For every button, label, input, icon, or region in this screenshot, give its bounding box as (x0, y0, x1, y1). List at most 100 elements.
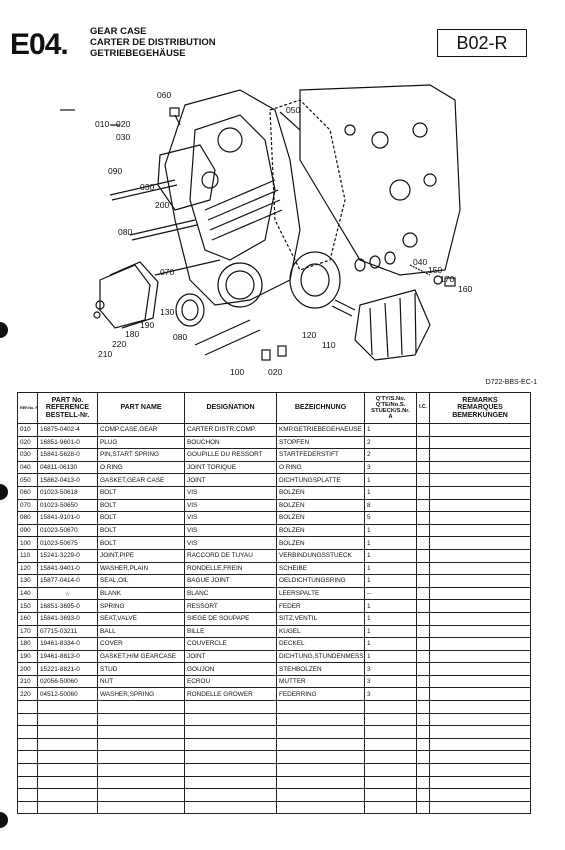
qty-cell: 3 (364, 662, 417, 676)
header-part-name: PART NAME (97, 392, 185, 424)
designation-cell: ECROU (184, 674, 277, 689)
empty-cell (276, 763, 365, 777)
remarks-cell (429, 687, 531, 702)
ref-no-cell: 050 (17, 473, 38, 487)
callout-010: 010 (95, 119, 109, 129)
remarks-cell (429, 448, 531, 462)
ref-no-cell: 110 (17, 548, 38, 563)
remarks-cell (429, 498, 531, 513)
bezeichnung-cell: SITZ,VENTIL (276, 611, 365, 626)
bezeichnung-cell: BOLZEN (276, 536, 365, 550)
ic-cell (416, 637, 430, 651)
binder-hole (0, 322, 8, 338)
empty-cell (416, 737, 430, 752)
header-qty: Q'TY/S.No. Q'TE/No.S. STUECK/S.Nr. A (364, 392, 417, 424)
header-remarks: REMARKS REMARQUES BEMERKUNGEN (429, 392, 531, 424)
ic-cell (416, 485, 430, 500)
remarks-cell (429, 586, 531, 601)
title-fr: CARTER DE DISTRIBUTION (90, 37, 216, 48)
part-name-cell: BALL (97, 624, 185, 639)
part-no-cell: 15841-5628-0 (37, 448, 98, 462)
empty-cell (97, 775, 185, 790)
empty-cell (416, 800, 430, 815)
empty-cell (17, 700, 38, 714)
title-de: GETRIEBEGEHÄUSE (90, 48, 186, 59)
part-no-cell: 16851-9601-0 (37, 435, 98, 450)
designation-cell: BOUCHON (184, 435, 277, 450)
qty-cell: – (364, 586, 417, 601)
designation-cell: VIS (184, 511, 277, 525)
empty-cell (184, 737, 277, 752)
empty-cell (184, 700, 277, 714)
header-qty-col-a: A (388, 414, 393, 421)
bezeichnung-cell: STOPFEN (276, 435, 365, 450)
ref-no-cell: 120 (17, 561, 38, 576)
qty-cell: 5 (364, 511, 417, 525)
qty-cell: 3 (364, 460, 417, 475)
ref-no-cell: 220 (17, 687, 38, 702)
empty-cell (184, 800, 277, 815)
part-name-cell: SEAL,OIL (97, 574, 185, 588)
bezeichnung-cell: BOLZEN (276, 498, 365, 513)
empty-cell (429, 725, 531, 739)
binder-hole (0, 484, 8, 500)
ref-no-cell: 160 (17, 611, 38, 626)
designation-cell: CARTER DISTR.COMP. (184, 423, 277, 437)
empty-cell (429, 800, 531, 815)
remarks-cell (429, 649, 531, 664)
empty-cell (364, 737, 417, 752)
empty-cell (17, 775, 38, 790)
table-row-empty (17, 737, 531, 752)
bezeichnung-cell: LEERSPALTE (276, 586, 365, 601)
bezeichnung-cell: SCHEIBE (276, 561, 365, 576)
qty-cell: 1 (364, 611, 417, 626)
callout-170: 170 (440, 274, 454, 284)
ic-cell (416, 624, 430, 639)
empty-cell (276, 800, 365, 815)
part-name-cell: GASKET,H/M GEARCASE (97, 649, 185, 664)
designation-cell: BILLE (184, 624, 277, 639)
page-reference-box: B02-R (437, 29, 527, 57)
empty-cell (364, 750, 417, 765)
empty-cell (276, 737, 365, 752)
qty-cell: 3 (364, 674, 417, 689)
remarks-cell (429, 674, 531, 689)
qty-cell: 1 (364, 624, 417, 639)
ic-cell (416, 548, 430, 563)
empty-cell (37, 800, 98, 815)
part-no-cell: 19461-8334-0 (37, 637, 98, 651)
empty-cell (429, 712, 531, 727)
ic-cell (416, 460, 430, 475)
callout-200: 200 (155, 200, 169, 210)
ref-no-cell: 180 (17, 637, 38, 651)
designation-cell: BAGUE JOINT (184, 574, 277, 588)
part-name-cell: BOLT (97, 523, 185, 538)
remarks-cell (429, 423, 531, 437)
empty-cell (364, 725, 417, 739)
drawing-code: D722-BBS-EC-1 (485, 379, 537, 386)
bezeichnung-cell: KMP.GETRIEBEGEHAEUSE (276, 423, 365, 437)
part-no-cell: 15241-3229-0 (37, 548, 98, 563)
empty-cell (364, 800, 417, 815)
designation-cell: VIS (184, 523, 277, 538)
ic-cell (416, 687, 430, 702)
empty-cell (276, 788, 365, 802)
part-no-cell: 04512-50060 (37, 687, 98, 702)
empty-cell (364, 763, 417, 777)
remarks-cell (429, 599, 531, 613)
bezeichnung-cell: DICHTUNGSPLATTE (276, 473, 365, 487)
table-row-empty (17, 800, 531, 815)
ref-no-cell: 090 (17, 523, 38, 538)
empty-cell (429, 763, 531, 777)
ic-cell (416, 586, 430, 601)
part-no-cell: ☆ (37, 586, 98, 601)
empty-cell (97, 712, 185, 727)
empty-cell (37, 712, 98, 727)
part-no-cell: 16875-0402-4 (37, 423, 98, 437)
